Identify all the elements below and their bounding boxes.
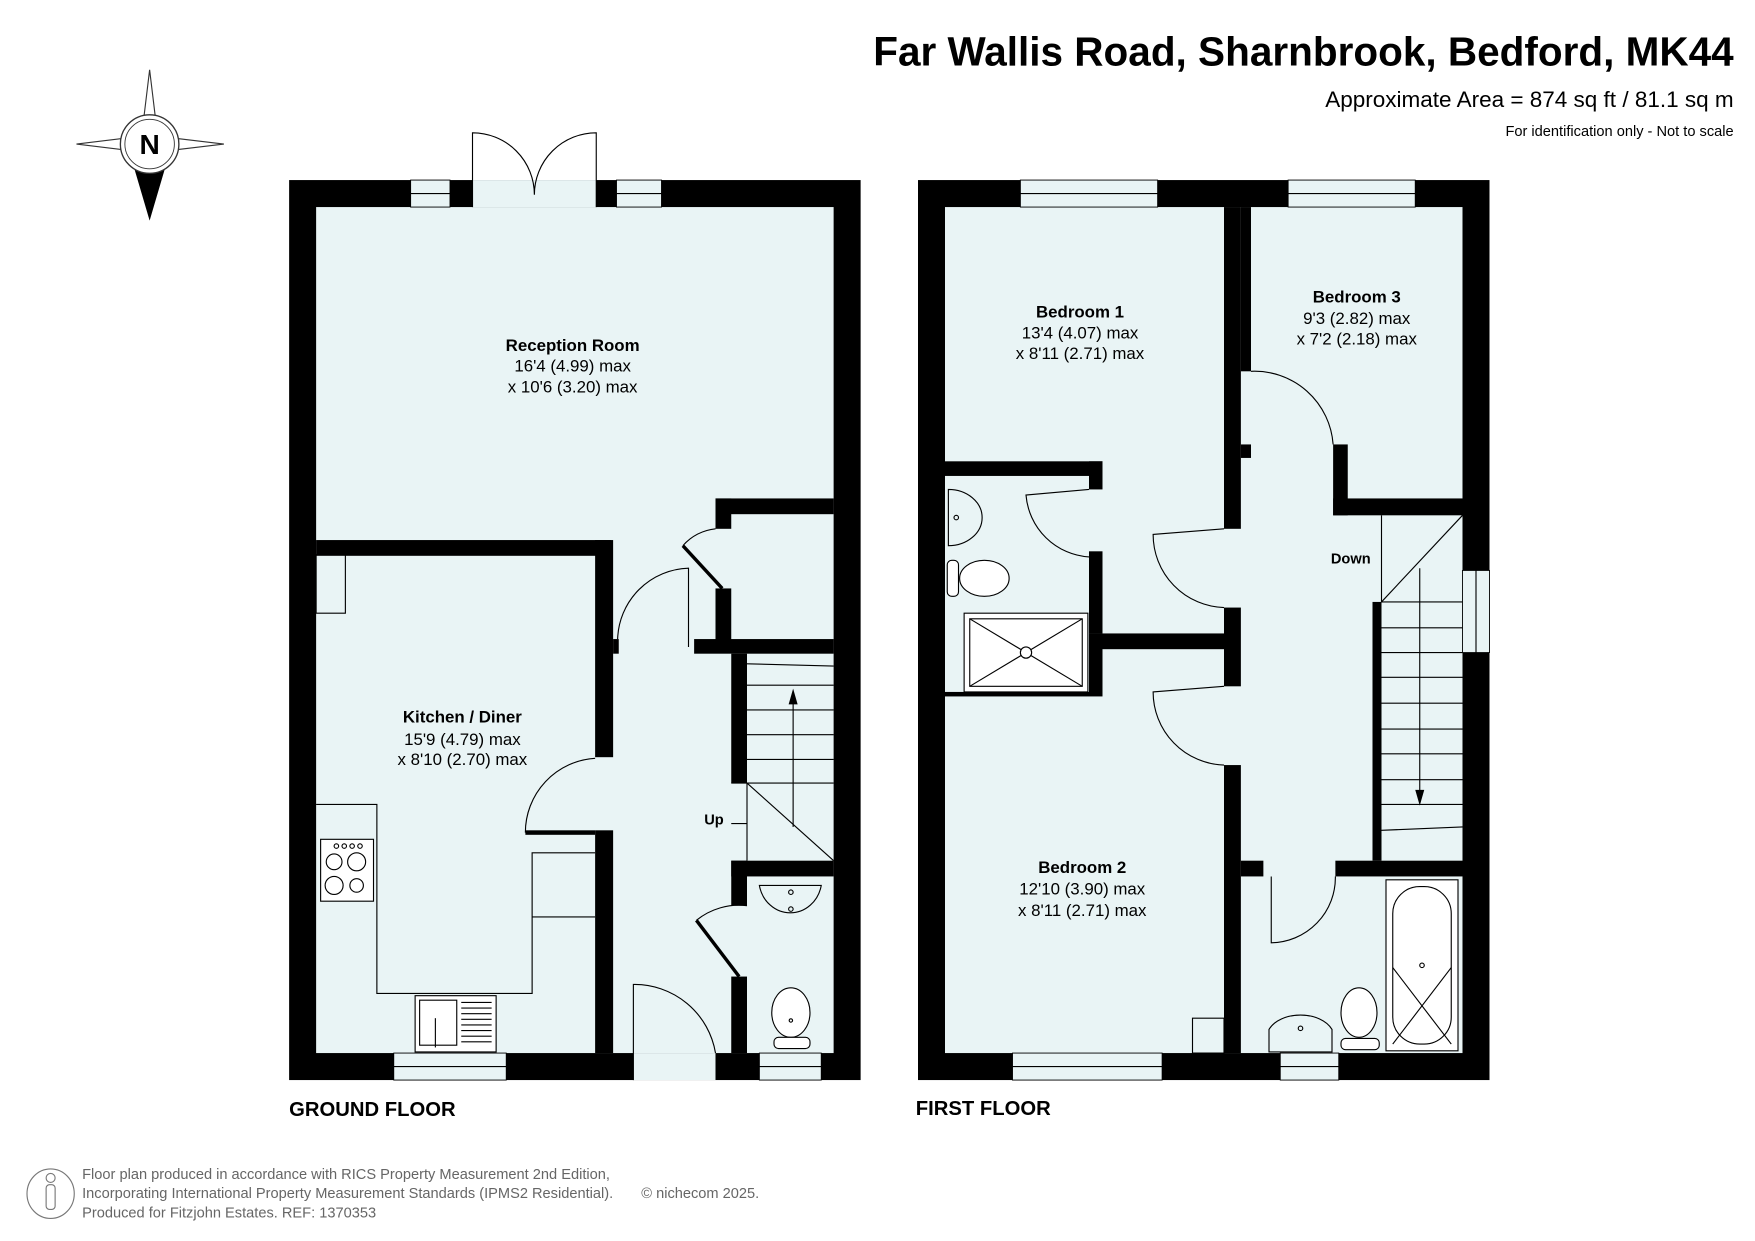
toilet-icon: [1340, 987, 1380, 1051]
french-doors-icon: [471, 132, 597, 208]
room-dim: x 8'11 (2.71) max: [1016, 344, 1145, 363]
room-dim: 15'9 (4.79) max: [404, 730, 521, 749]
property-title: Far Wallis Road, Sharnbrook, Bedford, MK…: [873, 28, 1734, 74]
ground-floor-label: GROUND FLOOR: [289, 1099, 456, 1121]
person-scale-icon: [26, 1168, 75, 1219]
basin-icon: [1268, 1014, 1333, 1053]
shower-icon: [963, 612, 1089, 693]
room-dim: 16'4 (4.99) max: [514, 356, 631, 375]
bath-icon: [1385, 879, 1459, 1052]
ground-floor-plan: Up: [289, 132, 861, 1081]
compass-icon: N: [76, 69, 224, 221]
room-name-reception: Reception Room: [506, 336, 640, 355]
room-dim: 9'3 (2.82) max: [1303, 309, 1411, 328]
stairs-down-label: Down: [1331, 552, 1371, 568]
front-door-icon: [632, 983, 717, 1081]
compass-north-letter: N: [139, 129, 159, 160]
first-floor-plan: Down Bedroom 1 13'4 (4.07) max x 8'11 (2…: [918, 179, 1490, 1081]
basin-icon: [947, 488, 983, 547]
disclaimer: For identification only - Not to scale: [1505, 124, 1733, 140]
approximate-area: Approximate Area = 874 sq ft / 81.1 sq m: [1325, 87, 1733, 112]
toilet-icon: [771, 987, 811, 1050]
stairs-up-label: Up: [704, 813, 724, 829]
first-floor-label: FIRST FLOOR: [916, 1098, 1051, 1120]
footer-copyright: © nichecom 2025.: [641, 1186, 759, 1202]
toilet-icon: [946, 559, 1010, 597]
sink-icon: [414, 995, 497, 1053]
room-name-bedroom-1: Bedroom 1: [1036, 302, 1124, 321]
room-dim: x 7'2 (2.18) max: [1297, 329, 1418, 348]
room-dim: x 8'11 (2.71) max: [1018, 901, 1147, 920]
footer-line-3: Produced for Fitzjohn Estates. REF: 1370…: [82, 1205, 376, 1221]
basin-icon: [758, 884, 822, 914]
room-name-kitchen: Kitchen / Diner: [403, 707, 522, 726]
footer-line-2: Incorporating International Property Mea…: [82, 1186, 613, 1202]
room-dim: x 8'10 (2.70) max: [398, 750, 528, 769]
footer-line-1: Floor plan produced in accordance with R…: [82, 1167, 610, 1183]
stairs-icon: [1372, 514, 1463, 861]
room-dim: 13'4 (4.07) max: [1022, 324, 1139, 343]
hob-icon: [320, 838, 375, 902]
stairs-icon: [731, 653, 835, 862]
room-name-bedroom-2: Bedroom 2: [1038, 858, 1126, 877]
room-dim: x 10'6 (3.20) max: [508, 378, 638, 397]
room-dim: 12'10 (3.90) max: [1019, 879, 1146, 898]
room-name-bedroom-3: Bedroom 3: [1313, 288, 1401, 307]
